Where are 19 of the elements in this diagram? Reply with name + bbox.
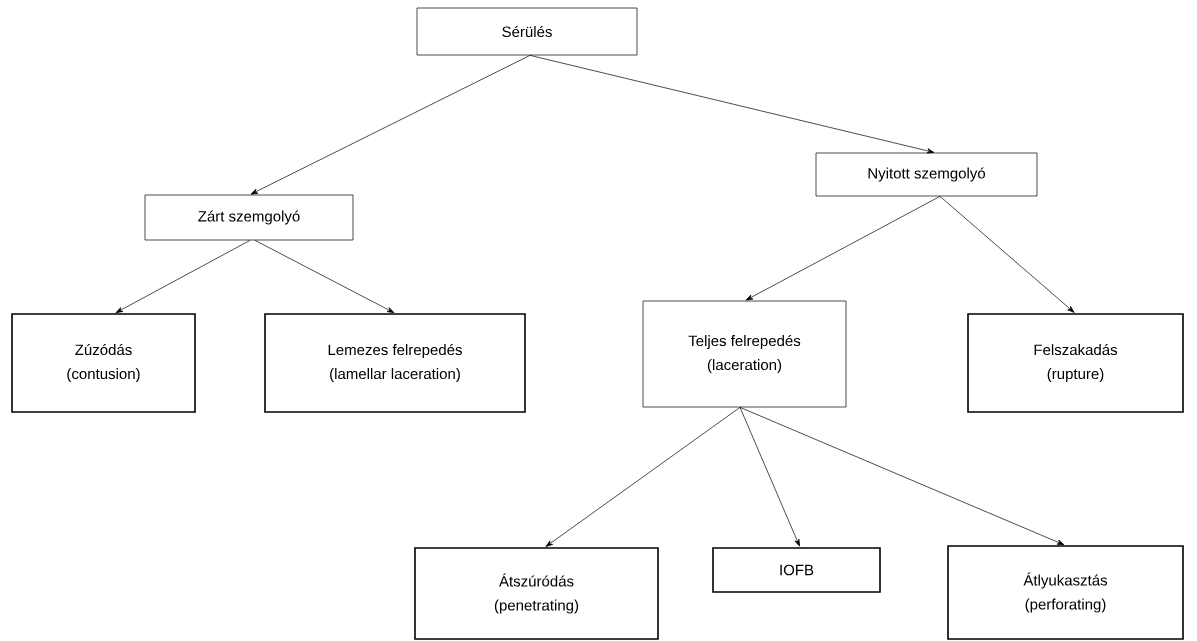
box: Átszúródás (penetrating)	[414, 547, 659, 640]
arrow	[739, 407, 800, 547]
arrow	[250, 55, 531, 195]
arrow	[939, 196, 1075, 313]
box: IOFB	[712, 547, 881, 593]
arrow	[739, 407, 1065, 546]
box: Lemezes felrepedés (lamellar laceration)	[264, 313, 526, 413]
box: Zúzódás (contusion)	[11, 313, 196, 413]
arrow	[115, 240, 251, 314]
arrow	[529, 55, 935, 154]
box: Sérülés	[416, 7, 638, 56]
box: Felszakadás (rupture)	[967, 313, 1184, 413]
arrow	[545, 407, 741, 547]
arrow	[745, 196, 941, 301]
box: Átlyukasztás (perforating)	[947, 545, 1184, 640]
box: Zárt szemgolyó	[144, 194, 354, 241]
arrow	[254, 240, 395, 314]
box: Nyitott szemgolyó	[815, 152, 1038, 197]
box: Teljes felrepedés (laceration)	[642, 300, 847, 408]
